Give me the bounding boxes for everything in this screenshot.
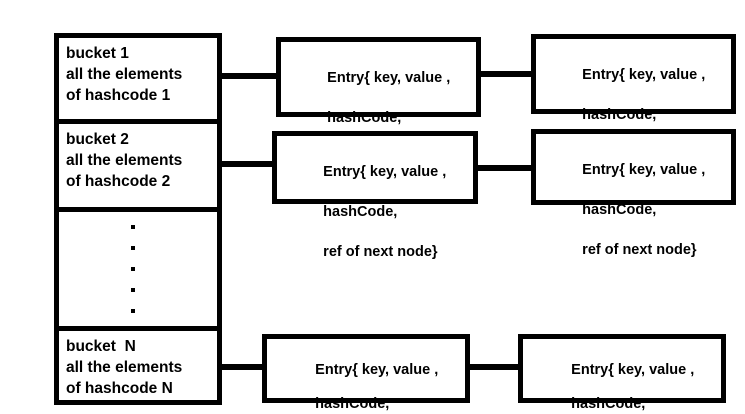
bucket-cell-1[interactable]: bucket 1 all the elements of hashcode 1 xyxy=(59,38,217,124)
entry-1-1-line-1: Entry{ key, value , xyxy=(327,70,451,86)
bucket-n-line-3: of hashcode N xyxy=(66,380,173,397)
entry-n-2-text: Entry{ key, value , hashCode, ref of nex… xyxy=(547,345,694,414)
entry-node-n-1[interactable]: Entry{ key, value , hashCode, ref of nex… xyxy=(262,334,470,412)
bucket-1-line-2: all the elements xyxy=(66,66,183,83)
connector-bucketn-to-entry-n-1 xyxy=(219,364,267,370)
entry-2-1-text: Entry{ key, value , hashCode, ref of nex… xyxy=(299,142,446,282)
ellipsis-dot xyxy=(131,288,135,292)
entry-2-2-text: Entry{ key, value , hashCode, ref of nex… xyxy=(558,140,705,280)
ellipsis-dot xyxy=(131,267,135,271)
connector-entry-1-1-to-entry-1-2 xyxy=(478,71,535,77)
entry-2-2-line-2: hashCode, xyxy=(582,202,657,218)
entry-node-2-2[interactable]: Entry{ key, value , hashCode, ref of nex… xyxy=(531,129,736,258)
bucket-2-line-2: all the elements xyxy=(66,152,183,169)
entry-1-2-line-2: hashCode, xyxy=(582,107,657,123)
bucket-1-line-3: of hashcode 1 xyxy=(66,87,171,104)
bucket-n-line-1: bucket N xyxy=(66,338,136,355)
bucket-column: bucket 1 all the elements of hashcode 1 … xyxy=(54,33,222,405)
entry-node-1-2[interactable]: Entry{ key, value , hashCode, ref of nex… xyxy=(531,34,736,163)
bucket-1-line-1: bucket 1 xyxy=(66,45,129,62)
bucket-cell-n[interactable]: bucket N all the elements of hashcode N xyxy=(59,331,217,400)
entry-n-1-line-1: Entry{ key, value , xyxy=(315,362,439,378)
bucket-n-line-2: all the elements xyxy=(66,359,183,376)
entry-2-1-line-3: ref of next node} xyxy=(323,244,438,260)
vertical-ellipsis xyxy=(131,225,135,330)
entry-node-2-1[interactable]: Entry{ key, value , hashCode, ref of nex… xyxy=(272,131,478,260)
entry-2-2-line-1: Entry{ key, value , xyxy=(582,162,706,178)
entry-n-1-text: Entry{ key, value , hashCode, ref of nex… xyxy=(291,345,438,414)
connector-entry-n-1-to-entry-n-2 xyxy=(468,364,524,370)
bucket-2-line-3: of hashcode 2 xyxy=(66,173,171,190)
entry-1-1-line-2: hashCode, xyxy=(327,110,402,126)
connector-bucket1-to-entry-1-1 xyxy=(219,73,281,79)
entry-2-2-line-3: ref of next node} xyxy=(582,242,697,258)
entry-n-1-line-2: hashCode, xyxy=(315,396,390,412)
entry-1-2-line-1: Entry{ key, value , xyxy=(582,67,706,83)
entry-node-n-2[interactable]: Entry{ key, value , hashCode, ref of nex… xyxy=(518,334,726,412)
ellipsis-dot xyxy=(131,246,135,250)
bucket-cell-2[interactable]: bucket 2 all the elements of hashcode 2 xyxy=(59,124,217,212)
entry-node-1-1[interactable]: Entry{ key, value , hashCode, ref of nex… xyxy=(276,37,481,166)
ellipsis-dot xyxy=(131,225,135,229)
bucket-ellipsis-cell xyxy=(59,212,217,331)
bucket-2-line-1: bucket 2 xyxy=(66,131,129,148)
connector-bucket2-to-entry-2-1 xyxy=(219,161,277,167)
entry-2-1-line-1: Entry{ key, value , xyxy=(323,164,447,180)
entry-n-2-line-2: hashCode, xyxy=(571,396,646,412)
entry-n-2-line-1: Entry{ key, value , xyxy=(571,362,695,378)
connector-entry-2-1-to-entry-2-2 xyxy=(475,165,535,171)
ellipsis-dot xyxy=(131,309,135,313)
entry-2-1-line-2: hashCode, xyxy=(323,204,398,220)
